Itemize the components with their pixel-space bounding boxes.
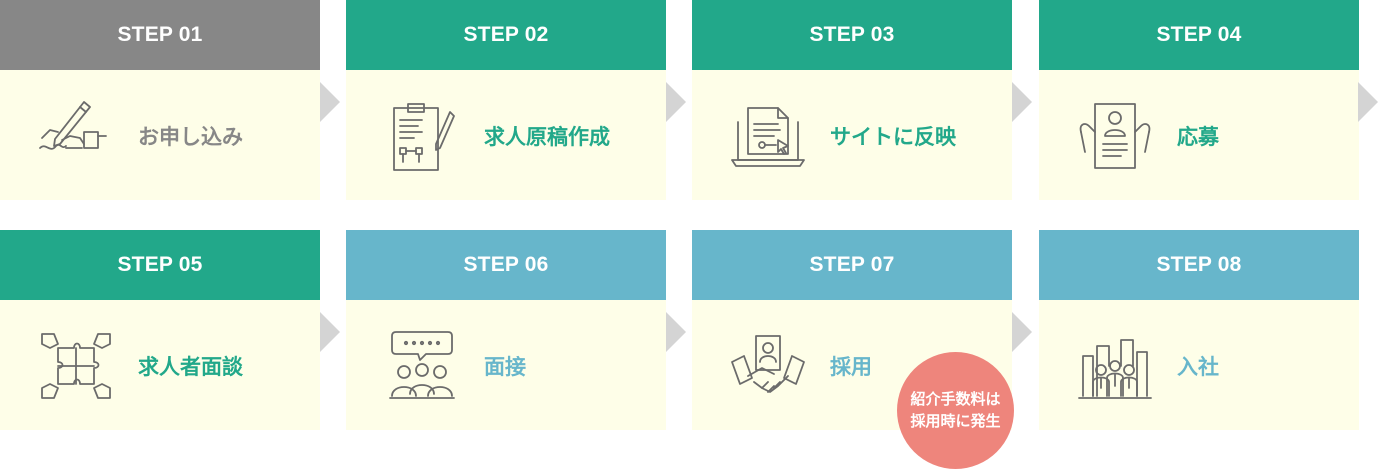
laptop-document-icon (731, 107, 805, 167)
step-card-01: STEP 01 お申し込み (0, 0, 320, 200)
step-header: STEP 06 (346, 230, 666, 319)
step-label: サイトに反映 (830, 126, 956, 149)
step-label: お申し込み (138, 126, 243, 149)
step-label: 応募 (1177, 126, 1219, 149)
step-label: 採用 (830, 356, 872, 379)
step-header: STEP 02 (346, 0, 666, 89)
resume-applicant-icon (1079, 103, 1151, 169)
badge-line-1: 紹介手数料は (910, 390, 1001, 408)
step-label: 求人原稿作成 (484, 126, 610, 149)
flow-arrow (320, 82, 340, 122)
step-number: STEP 07 (809, 253, 895, 276)
step-number: STEP 08 (1156, 253, 1242, 276)
handwriting-contract-icon (39, 101, 107, 150)
step-body: 面接 (346, 300, 666, 430)
step-header: STEP 04 (1039, 0, 1359, 89)
step-card-08: STEP 08 入社 (1039, 230, 1359, 430)
step-header: STEP 03 (692, 0, 1012, 89)
step-card-02: STEP 02 求人原稿作成 (346, 0, 666, 200)
step-body: サイトに反映 (692, 70, 1012, 200)
step-header: STEP 08 (1039, 230, 1359, 319)
step-body: 入社 (1039, 300, 1359, 430)
step-number: STEP 02 (463, 23, 549, 46)
step-card-05: STEP 05 求人者面談 (0, 230, 320, 430)
step-body: 求人者面談 (0, 300, 320, 430)
step-body: 求人原稿作成 (346, 70, 666, 200)
step-number: STEP 05 (117, 253, 203, 276)
handshake-icon (731, 335, 805, 393)
step-header: STEP 01 (0, 0, 320, 89)
clipboard-flowchart-icon (393, 103, 455, 171)
flow-arrow (666, 82, 686, 122)
interview-group-icon (389, 331, 455, 399)
step-header: STEP 05 (0, 230, 320, 319)
flow-arrow (1358, 82, 1378, 122)
step-number: STEP 04 (1156, 23, 1242, 46)
step-number: STEP 03 (809, 23, 895, 46)
badge-line-2: 採用時に発生 (910, 412, 1001, 430)
flow-arrow (1012, 82, 1032, 122)
flow-arrow (1012, 312, 1032, 352)
step-label: 求人者面談 (138, 356, 243, 379)
step-number: STEP 01 (117, 23, 203, 46)
step-number: STEP 06 (463, 253, 549, 276)
step-label: 入社 (1177, 356, 1219, 379)
step-body: 応募 (1039, 70, 1359, 200)
business-team-icon (1078, 339, 1152, 399)
step-card-03: STEP 03 サイトに反映 (692, 0, 1012, 200)
puzzle-hands-icon (41, 333, 111, 399)
flow-arrow (666, 312, 686, 352)
step-card-06: STEP 06 面接 (346, 230, 666, 430)
step-body: お申し込み (0, 70, 320, 200)
flow-arrow (320, 312, 340, 352)
step-label: 面接 (484, 356, 526, 379)
step-header: STEP 07 (692, 230, 1012, 319)
fee-note-badge: 紹介手数料は 採用時に発生 (897, 352, 1014, 469)
step-card-04: STEP 04 応募 (1039, 0, 1359, 200)
